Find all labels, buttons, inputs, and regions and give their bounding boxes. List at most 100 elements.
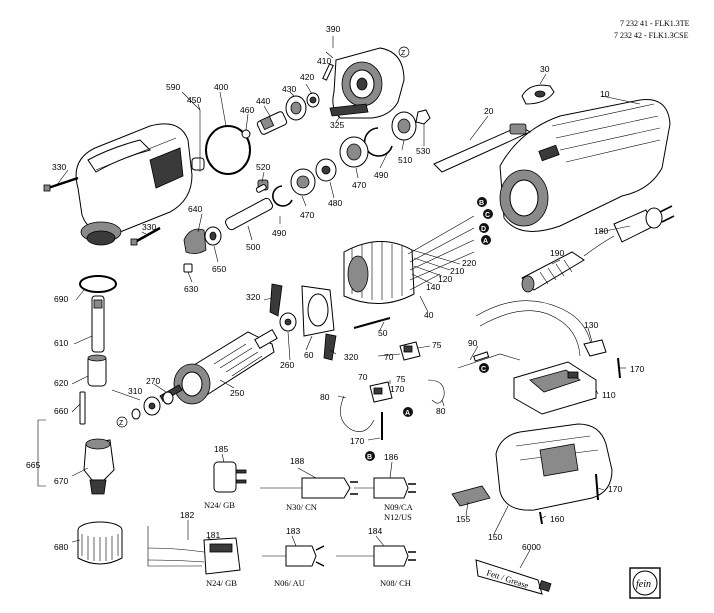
bracket-665	[37, 419, 46, 487]
switch-cap-30	[521, 84, 555, 105]
label-80-left: 80	[320, 392, 330, 402]
label-680: 680	[54, 542, 68, 552]
circlip-490-lower	[272, 185, 293, 207]
label-170-right: 170	[630, 364, 644, 374]
label-40: 40	[424, 310, 434, 320]
label-270: 270	[146, 376, 160, 386]
label-460: 460	[240, 105, 254, 115]
washer-310-small	[131, 408, 141, 420]
label-183: 183	[286, 526, 300, 536]
svg-text:Z: Z	[401, 50, 406, 57]
label-590: 590	[166, 82, 180, 92]
label-75-lower: 75	[396, 374, 406, 384]
cable-182	[147, 526, 205, 567]
code-n06-au: N06/ AU	[274, 578, 305, 588]
leader-lines	[55, 36, 641, 569]
label-630: 630	[184, 284, 198, 294]
model-number-te: 7 232 41 - FLK1.3TE	[620, 19, 690, 28]
mains-plug-180	[583, 205, 675, 257]
armature-250	[159, 328, 278, 405]
screw-160	[539, 511, 543, 525]
label-170-lower: 170	[608, 484, 622, 494]
label-660: 660	[54, 406, 68, 416]
label-480: 480	[328, 198, 342, 208]
code-n09-ca: N09/CA	[384, 502, 414, 512]
label-410: 410	[317, 56, 331, 66]
label-220: 220	[462, 258, 476, 268]
label-490-upper: 490	[374, 170, 388, 180]
gear-head-housing	[75, 123, 193, 246]
label-20: 20	[484, 106, 494, 116]
label-610: 610	[54, 338, 68, 348]
wire-80-left	[340, 395, 375, 432]
label-50: 50	[378, 328, 388, 338]
label-320-upper: 320	[246, 292, 260, 302]
svg-text:Z: Z	[119, 420, 124, 427]
label-70-lower: 70	[358, 372, 368, 382]
label-170-lower-center: 170	[350, 436, 364, 446]
label-110: 110	[602, 390, 616, 400]
label-325: 325	[330, 120, 344, 130]
label-182: 182	[180, 510, 194, 520]
label-430: 430	[282, 84, 296, 94]
label-185: 185	[214, 444, 228, 454]
svg-text:C: C	[481, 366, 486, 373]
plug-183	[262, 545, 325, 567]
marker-a-housing: A	[481, 235, 491, 245]
o-ring-690	[79, 275, 117, 293]
pad-155	[451, 485, 491, 507]
bearing-470-upper	[339, 136, 369, 168]
label-470-lower: 470	[300, 210, 314, 220]
plug-185	[213, 461, 247, 493]
label-670: 670	[54, 476, 68, 486]
label-490-lower: 490	[272, 228, 286, 238]
spindle-sleeve-620	[87, 354, 107, 387]
label-130: 130	[584, 320, 598, 330]
label-310: 310	[128, 386, 142, 396]
marker-d-housing: D	[479, 223, 489, 233]
screw-330-left	[43, 176, 79, 192]
label-450: 450	[187, 95, 201, 105]
stator-40	[343, 241, 415, 305]
svg-text:A: A	[483, 238, 488, 245]
plug-186	[354, 477, 416, 499]
label-6000: 6000	[522, 542, 541, 552]
label-420: 420	[300, 72, 314, 82]
gear-430	[285, 95, 307, 121]
fan-baffle-60	[301, 285, 335, 337]
label-620: 620	[54, 378, 68, 388]
marker-c-wire: C	[479, 363, 489, 373]
label-320-lower: 320	[344, 352, 358, 362]
label-260: 260	[280, 360, 294, 370]
label-70-upper: 70	[384, 352, 394, 362]
bushing-450	[191, 157, 205, 171]
z-marker-left: Z	[116, 416, 128, 428]
cable-clamp-130	[583, 339, 607, 357]
stator-wires	[407, 215, 475, 291]
fork-640	[183, 228, 207, 254]
plug-184	[336, 545, 416, 567]
wire-80-right	[427, 379, 445, 404]
label-181: 181	[206, 530, 220, 540]
label-500: 500	[246, 242, 260, 252]
label-400: 400	[214, 82, 228, 92]
label-530: 530	[416, 146, 430, 156]
switch-70-lower	[369, 381, 393, 403]
switch-slider-20	[433, 123, 532, 173]
gear-cover-390	[332, 47, 405, 119]
screw-170-right	[617, 357, 621, 379]
label-80-right: 80	[436, 406, 446, 416]
label-520: 520	[256, 162, 270, 172]
svg-text:D: D	[481, 226, 486, 233]
marker-a-center: A	[403, 407, 413, 417]
label-150: 150	[488, 532, 502, 542]
screw-170-lower	[595, 473, 599, 501]
label-665: 665	[26, 460, 40, 470]
label-330-left: 330	[52, 162, 66, 172]
label-120: 120	[438, 274, 452, 284]
bearing-470-lower	[290, 168, 316, 196]
marker-b-housing: B	[477, 197, 487, 207]
bearing-420	[306, 92, 320, 108]
svg-text:fein: fein	[636, 579, 651, 590]
label-60: 60	[304, 350, 314, 360]
